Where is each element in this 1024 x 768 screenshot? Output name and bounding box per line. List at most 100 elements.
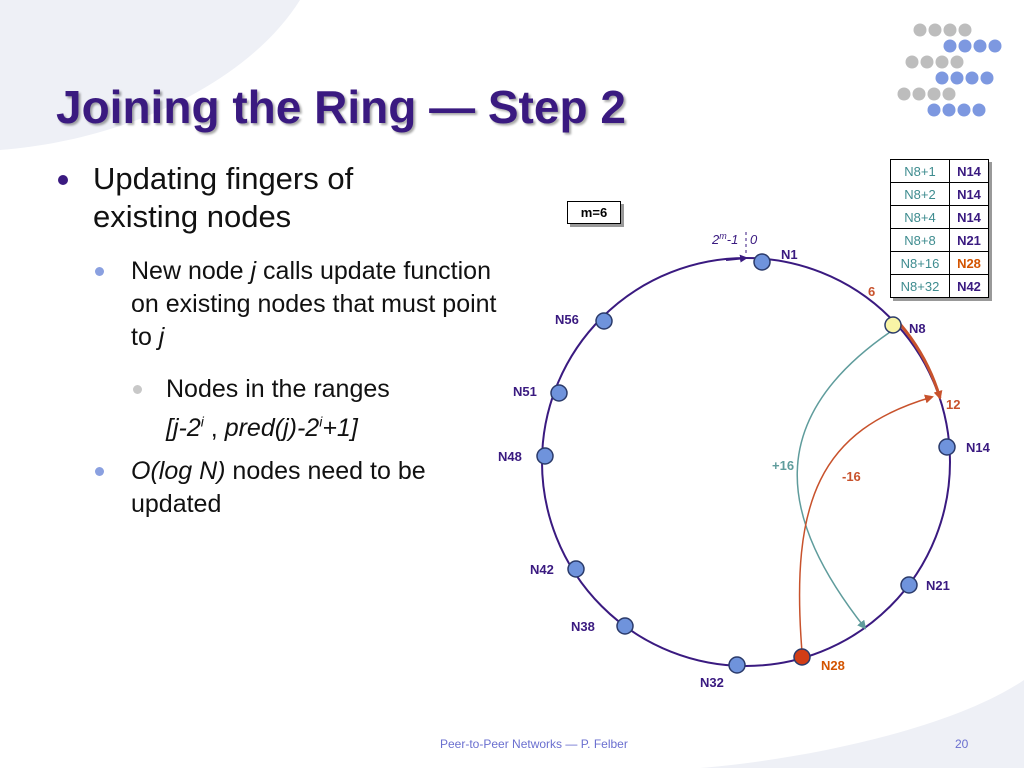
finger-start: N8+8 bbox=[890, 228, 950, 252]
finger-start: N8+4 bbox=[890, 205, 950, 229]
logo-dot bbox=[935, 55, 949, 69]
node-n48-label: N48 bbox=[498, 449, 522, 464]
node-n48-circle bbox=[536, 447, 554, 465]
minus16-label: -16 bbox=[842, 469, 861, 484]
node-n14-circle bbox=[938, 438, 956, 456]
node-n32-label: N32 bbox=[700, 675, 724, 690]
logo-dot bbox=[943, 39, 957, 53]
node-n38-label: N38 bbox=[571, 619, 595, 634]
bottom-swoosh bbox=[700, 680, 1024, 768]
finger-start: N8+32 bbox=[890, 274, 950, 298]
node-n28-label: N28 bbox=[821, 658, 845, 673]
node-n48: N48 bbox=[498, 447, 554, 465]
node-n51-circle bbox=[550, 384, 568, 402]
corner-swoosh bbox=[0, 0, 300, 150]
ring-direction-arrow bbox=[725, 254, 748, 263]
arc-start-label: 6 bbox=[868, 284, 875, 299]
finger-start: N8+2 bbox=[890, 182, 950, 206]
node-n38: N38 bbox=[571, 617, 634, 635]
node-n14-label: N14 bbox=[966, 440, 991, 455]
node-n8: N8 bbox=[884, 316, 926, 336]
slide-title: Joining the Ring — Step 2 bbox=[56, 81, 626, 133]
node-n1-label: N1 bbox=[781, 247, 798, 262]
finger-successor-highlight: N28 bbox=[949, 251, 989, 275]
finger-successor: N21 bbox=[949, 228, 989, 252]
logo-dot bbox=[958, 23, 972, 37]
node-n8-circle bbox=[884, 316, 902, 334]
dot-grid-logo bbox=[897, 23, 1002, 117]
node-n42-label: N42 bbox=[530, 562, 554, 577]
logo-dot bbox=[950, 71, 964, 85]
logo-dot bbox=[905, 55, 919, 69]
logo-dot bbox=[897, 87, 911, 101]
arc-end-label: 12 bbox=[946, 397, 960, 412]
bullet-sub2-text: O(log N) nodes need to be updated bbox=[131, 457, 426, 518]
bullet-sub1-1-text: Nodes in the ranges [j-2i , pred(j)-2i+1… bbox=[166, 375, 390, 443]
node-n1: N1 bbox=[753, 247, 798, 271]
bullet-sub1-text: New node j calls update function on exis… bbox=[131, 257, 497, 351]
interval-arc bbox=[898, 323, 943, 400]
max-id-label: 2m-1 bbox=[711, 231, 738, 247]
logo-dot bbox=[920, 55, 934, 69]
node-n8-label: N8 bbox=[909, 321, 926, 336]
minus16-arrow bbox=[798, 394, 934, 653]
node-n21-label: N21 bbox=[926, 578, 950, 593]
bullet-dot bbox=[95, 467, 104, 476]
finger-start: N8+16 bbox=[890, 251, 950, 275]
node-n21: N21 bbox=[900, 576, 950, 594]
node-n32: N32 bbox=[700, 656, 746, 690]
node-n38-circle bbox=[616, 617, 634, 635]
bullet-sub1-1: Nodes in the ranges [j-2i , pred(j)-2i+1… bbox=[133, 373, 473, 445]
logo-dot bbox=[942, 87, 956, 101]
bullet-main: Updating fingers of existing nodes bbox=[58, 160, 458, 236]
logo-dot bbox=[972, 103, 986, 117]
node-n21-circle bbox=[900, 576, 918, 594]
plus16-label: +16 bbox=[772, 458, 794, 473]
node-n56: N56 bbox=[555, 312, 613, 330]
bullet-sub2: O(log N) nodes need to be updated bbox=[95, 455, 515, 521]
footer-credit: Peer-to-Peer Networks — P. Felber bbox=[440, 737, 628, 751]
finger-successor: N14 bbox=[949, 159, 989, 183]
logo-dot bbox=[957, 103, 971, 117]
node-n56-circle bbox=[595, 312, 613, 330]
bullet-dot bbox=[95, 267, 104, 276]
logo-dot bbox=[942, 103, 956, 117]
logo-dot bbox=[913, 23, 927, 37]
zero-label: 0 bbox=[750, 232, 758, 247]
logo-dot bbox=[973, 39, 987, 53]
logo-dot bbox=[927, 103, 941, 117]
logo-dot bbox=[928, 23, 942, 37]
node-n28-circle bbox=[793, 648, 811, 666]
page-number: 20 bbox=[955, 737, 969, 751]
logo-dot bbox=[980, 71, 994, 85]
node-n14: N14 bbox=[938, 438, 991, 456]
node-n32-circle bbox=[728, 656, 746, 674]
m-parameter-box: m=6 bbox=[567, 201, 621, 224]
logo-dot bbox=[965, 71, 979, 85]
node-n56-label: N56 bbox=[555, 312, 579, 327]
finger-start: N8+1 bbox=[890, 159, 950, 183]
plus16-arrow bbox=[796, 329, 894, 630]
logo-dot bbox=[950, 55, 964, 69]
finger-successor: N42 bbox=[949, 274, 989, 298]
bullet-dot bbox=[58, 175, 68, 185]
node-n51: N51 bbox=[513, 384, 568, 402]
bullet-main-text: Updating fingers of existing nodes bbox=[93, 161, 354, 234]
node-n1-circle bbox=[753, 253, 771, 271]
logo-dot bbox=[943, 23, 957, 37]
logo-dot bbox=[958, 39, 972, 53]
node-n42: N42 bbox=[530, 560, 585, 578]
node-n28: N28 bbox=[793, 648, 845, 673]
logo-dot bbox=[935, 71, 949, 85]
node-n51-label: N51 bbox=[513, 384, 537, 399]
logo-dot bbox=[912, 87, 926, 101]
finger-successor: N14 bbox=[949, 182, 989, 206]
